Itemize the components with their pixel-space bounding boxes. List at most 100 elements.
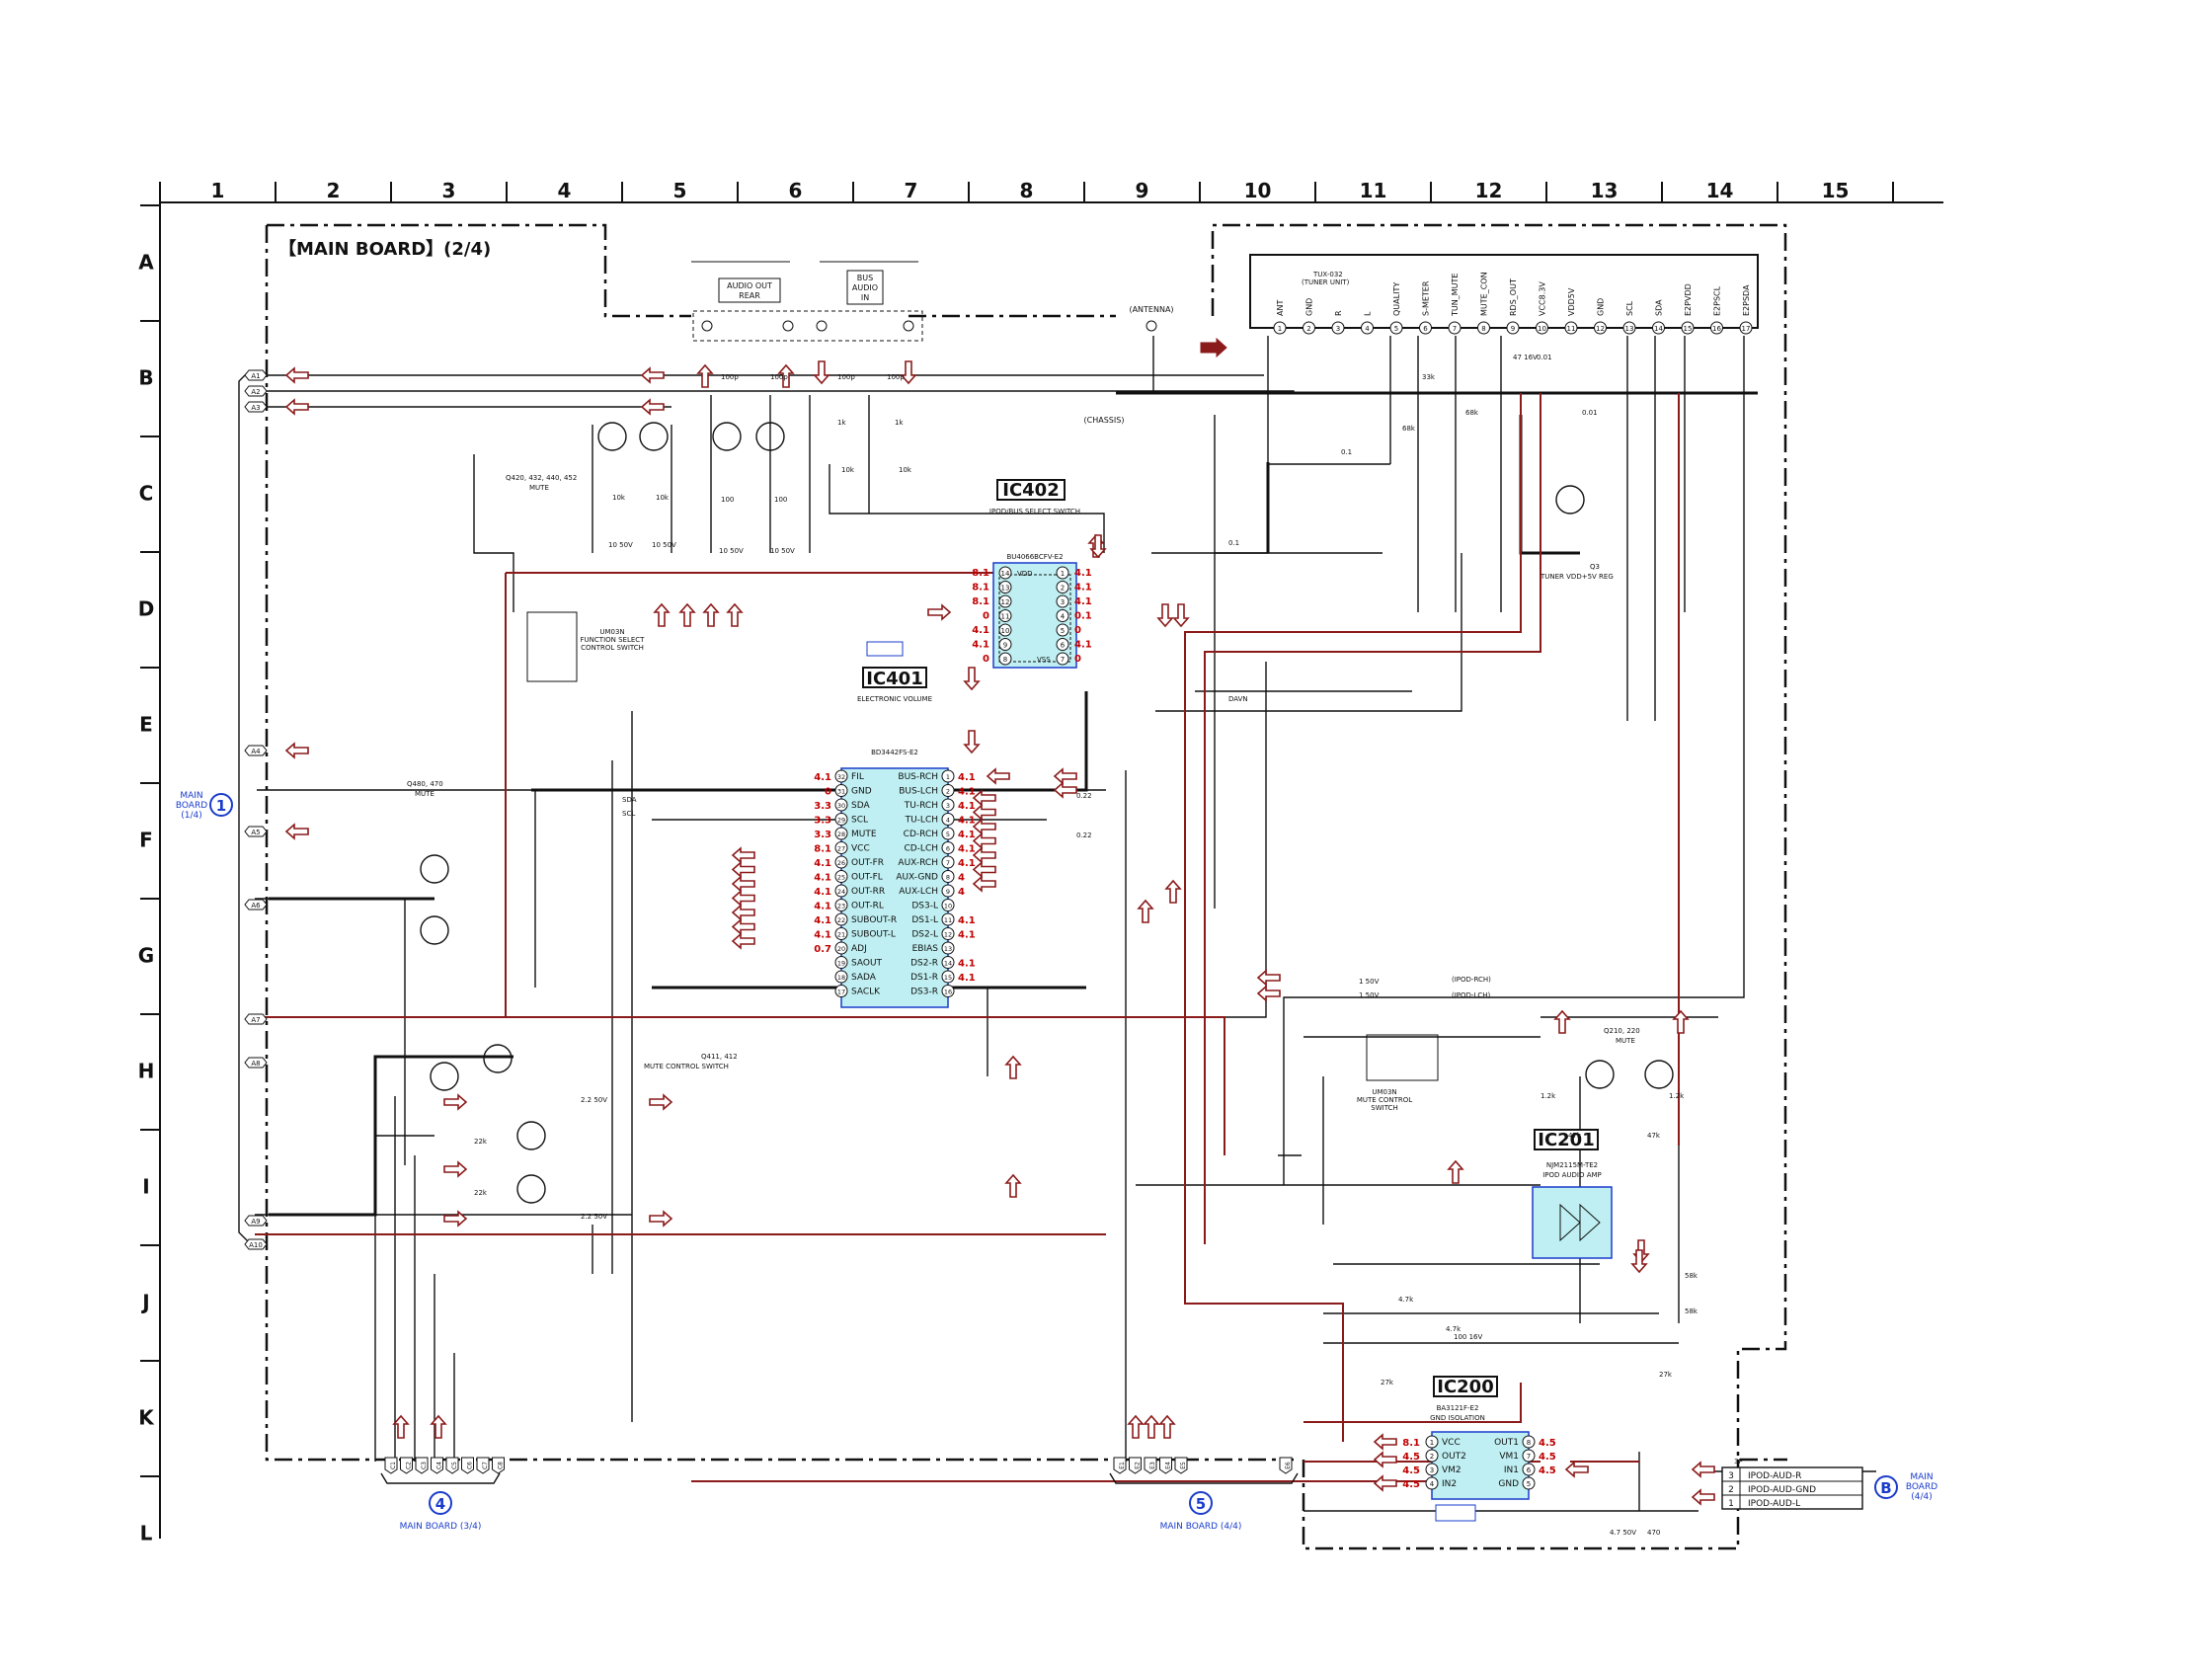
- q420-mute: MUTE: [529, 484, 549, 492]
- row-label: A: [138, 251, 154, 275]
- rca-jack-block: [692, 310, 923, 342]
- component-value: 22k: [474, 1138, 488, 1146]
- tuner-pin: [1477, 321, 1490, 335]
- column-label: 15: [1822, 179, 1850, 202]
- ic401-left-pin: OUT-RR: [851, 887, 885, 897]
- svg-text:3: 3: [1336, 325, 1340, 333]
- tuner-pin-label: GND: [1597, 298, 1606, 316]
- q480-label: Q480, 470: [407, 780, 443, 788]
- tuner-pin-label: E2PSCL: [1713, 285, 1722, 316]
- bottom-mid-connector-label: E5: [1180, 1462, 1187, 1469]
- svg-text:REAR: REAR: [739, 291, 760, 300]
- ic401-right-pin: DS3-R: [910, 988, 938, 997]
- svg-text:17: 17: [1742, 325, 1751, 333]
- row-label: E: [139, 713, 153, 737]
- svg-text:4.5: 4.5: [1402, 1479, 1420, 1490]
- tuner-pin: [1331, 321, 1345, 335]
- sda-label: SDA: [622, 796, 637, 804]
- svg-text:20: 20: [837, 945, 845, 953]
- svg-text:5: 5: [1196, 1495, 1206, 1513]
- svg-text:14: 14: [1654, 325, 1663, 333]
- svg-text:13: 13: [944, 945, 952, 953]
- svg-text:11: 11: [1567, 325, 1576, 333]
- svg-text:MAIN BOARD (4/4): MAIN BOARD (4/4): [1160, 1522, 1242, 1532]
- svg-text:4.1: 4.1: [958, 915, 976, 926]
- svg-text:6: 6: [1423, 325, 1428, 333]
- svg-text:5: 5: [1527, 1480, 1531, 1488]
- component-value: 1 50V: [1359, 978, 1380, 986]
- svg-text:15: 15: [944, 974, 952, 982]
- davn-label: DAVN: [1228, 695, 1248, 703]
- svg-text:1: 1: [1728, 1499, 1734, 1509]
- bottom-mid-connector-label: E6: [1285, 1462, 1292, 1469]
- component-value: 47k: [1568, 1132, 1582, 1140]
- q411-label: Q411, 412: [701, 1053, 738, 1061]
- tuner-pin: [1710, 321, 1723, 335]
- svg-text:4.1: 4.1: [814, 915, 831, 926]
- svg-text:MAIN: MAIN: [1910, 1472, 1933, 1482]
- board-boundary: [265, 223, 1787, 1550]
- svg-text:3: 3: [946, 802, 950, 810]
- component-value: 10k: [612, 494, 626, 502]
- ic401-right-pin: DS3-L: [911, 902, 938, 911]
- column-label: 13: [1591, 179, 1619, 202]
- svg-text:25: 25: [837, 874, 845, 882]
- svg-text:4.1: 4.1: [1074, 568, 1092, 579]
- ic200-right-pin: IN1: [1504, 1465, 1519, 1475]
- svg-text:12: 12: [1001, 598, 1010, 606]
- ic200-right-pin: OUT1: [1494, 1438, 1519, 1448]
- left-connector-label: A2: [251, 388, 260, 396]
- column-label: 12: [1475, 179, 1503, 202]
- svg-text:0: 0: [983, 611, 989, 622]
- svg-text:8.1: 8.1: [814, 844, 831, 855]
- component-value: 27k: [1381, 1379, 1394, 1386]
- ic401-left-pin: SUBOUT-L: [851, 930, 896, 940]
- tuner-unit: TUX-032 (TUNER UNIT) 1ANT2GND3R4L5QUALIT…: [1249, 254, 1759, 335]
- svg-text:4.1: 4.1: [958, 772, 976, 783]
- svg-text:4.1: 4.1: [958, 816, 976, 827]
- svg-text:21: 21: [837, 931, 845, 939]
- svg-text:4.1: 4.1: [958, 801, 976, 812]
- ic401-left-pin: SADA: [851, 973, 877, 983]
- tuner-pin: [1622, 321, 1636, 335]
- svg-text:7: 7: [1527, 1453, 1531, 1461]
- svg-text:26: 26: [837, 859, 845, 867]
- tuner-pin-label: VDD5V: [1567, 287, 1576, 316]
- tuner-pin-label: SDA: [1655, 299, 1664, 316]
- svg-text:4.1: 4.1: [1074, 596, 1092, 607]
- tuner-pin-label: E2PVDD: [1684, 283, 1693, 316]
- component-value: 0.22: [1076, 832, 1092, 839]
- svg-text:8.1: 8.1: [972, 568, 989, 579]
- svg-text:8.1: 8.1: [972, 596, 989, 607]
- tuner-pin-label: R: [1334, 310, 1343, 316]
- ipod-rch-label: (IPOD-RCH): [1452, 976, 1491, 984]
- ic200-left-pin: OUT2: [1442, 1452, 1466, 1462]
- svg-text:15: 15: [1684, 325, 1693, 333]
- svg-text:24: 24: [837, 888, 845, 896]
- bottom-left-connector-label: C6: [467, 1462, 474, 1469]
- q210-mute: MUTE: [1616, 1037, 1635, 1045]
- component-value: 100: [774, 496, 787, 504]
- ic201-name: IC201: [1538, 1130, 1594, 1150]
- svg-text:0: 0: [983, 654, 989, 665]
- tuner-pin: [1303, 321, 1315, 335]
- svg-text:2: 2: [1430, 1453, 1434, 1461]
- svg-text:4.5: 4.5: [1539, 1438, 1556, 1449]
- svg-text:4.5: 4.5: [1539, 1465, 1556, 1476]
- svg-text:4.1: 4.1: [972, 625, 989, 636]
- ic200-right-pin: VM1: [1499, 1452, 1519, 1462]
- ic401-name: IC401: [866, 669, 922, 689]
- tuner-pin: [1419, 321, 1432, 335]
- ic402-name: IC402: [1002, 480, 1059, 501]
- svg-text:29: 29: [837, 817, 845, 825]
- svg-text:SWITCH: SWITCH: [1371, 1104, 1397, 1112]
- q411-desc: MUTE CONTROL SWITCH: [644, 1063, 729, 1070]
- svg-text:4.1: 4.1: [814, 902, 831, 912]
- rca-jacks: [701, 320, 1157, 332]
- row-label: J: [140, 1291, 149, 1314]
- svg-text:4: 4: [435, 1495, 445, 1513]
- svg-text:32: 32: [837, 773, 845, 781]
- svg-text:(TUNER UNIT): (TUNER UNIT): [1302, 278, 1350, 286]
- tuner-pin-label: L: [1364, 311, 1373, 316]
